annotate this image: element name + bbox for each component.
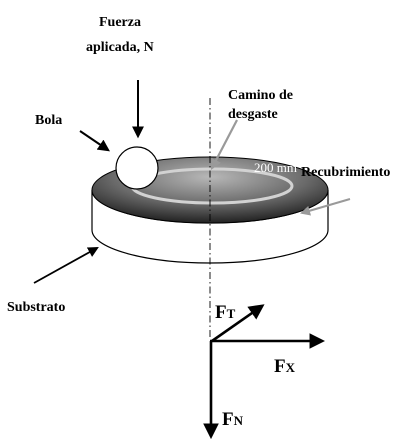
substrate-label: Substrato: [7, 300, 65, 315]
wear-path-pointer: [210, 119, 238, 170]
wear-path-label-line2: desgaste: [228, 107, 278, 122]
coating-label: Recubrimiento: [301, 165, 390, 180]
ball-label: Bola: [35, 113, 62, 128]
fn-label-sub: N: [234, 413, 244, 428]
force-applied-label-line2: aplicada, N: [86, 40, 154, 55]
ft-label: FT: [215, 302, 236, 323]
ball-pointer: [79, 130, 110, 152]
ft-label-sub: T: [227, 306, 236, 321]
wear-path-label-line1: Camino de: [228, 88, 293, 103]
fx-label-main: F: [274, 356, 286, 377]
fn-label-main: F: [222, 409, 234, 430]
ball: [115, 146, 159, 190]
ft-arrow: [211, 304, 265, 343]
fn-label: FN: [222, 409, 244, 430]
substrate-pointer: [33, 246, 99, 284]
ft-label-main: F: [215, 302, 227, 323]
track-diameter-label: 200 mm: [254, 160, 297, 175]
force-applied-label-line1: Fuerza: [99, 15, 141, 30]
coating-pointer: [300, 198, 351, 216]
fx-label: FX: [274, 356, 296, 377]
fx-label-sub: X: [286, 360, 296, 375]
